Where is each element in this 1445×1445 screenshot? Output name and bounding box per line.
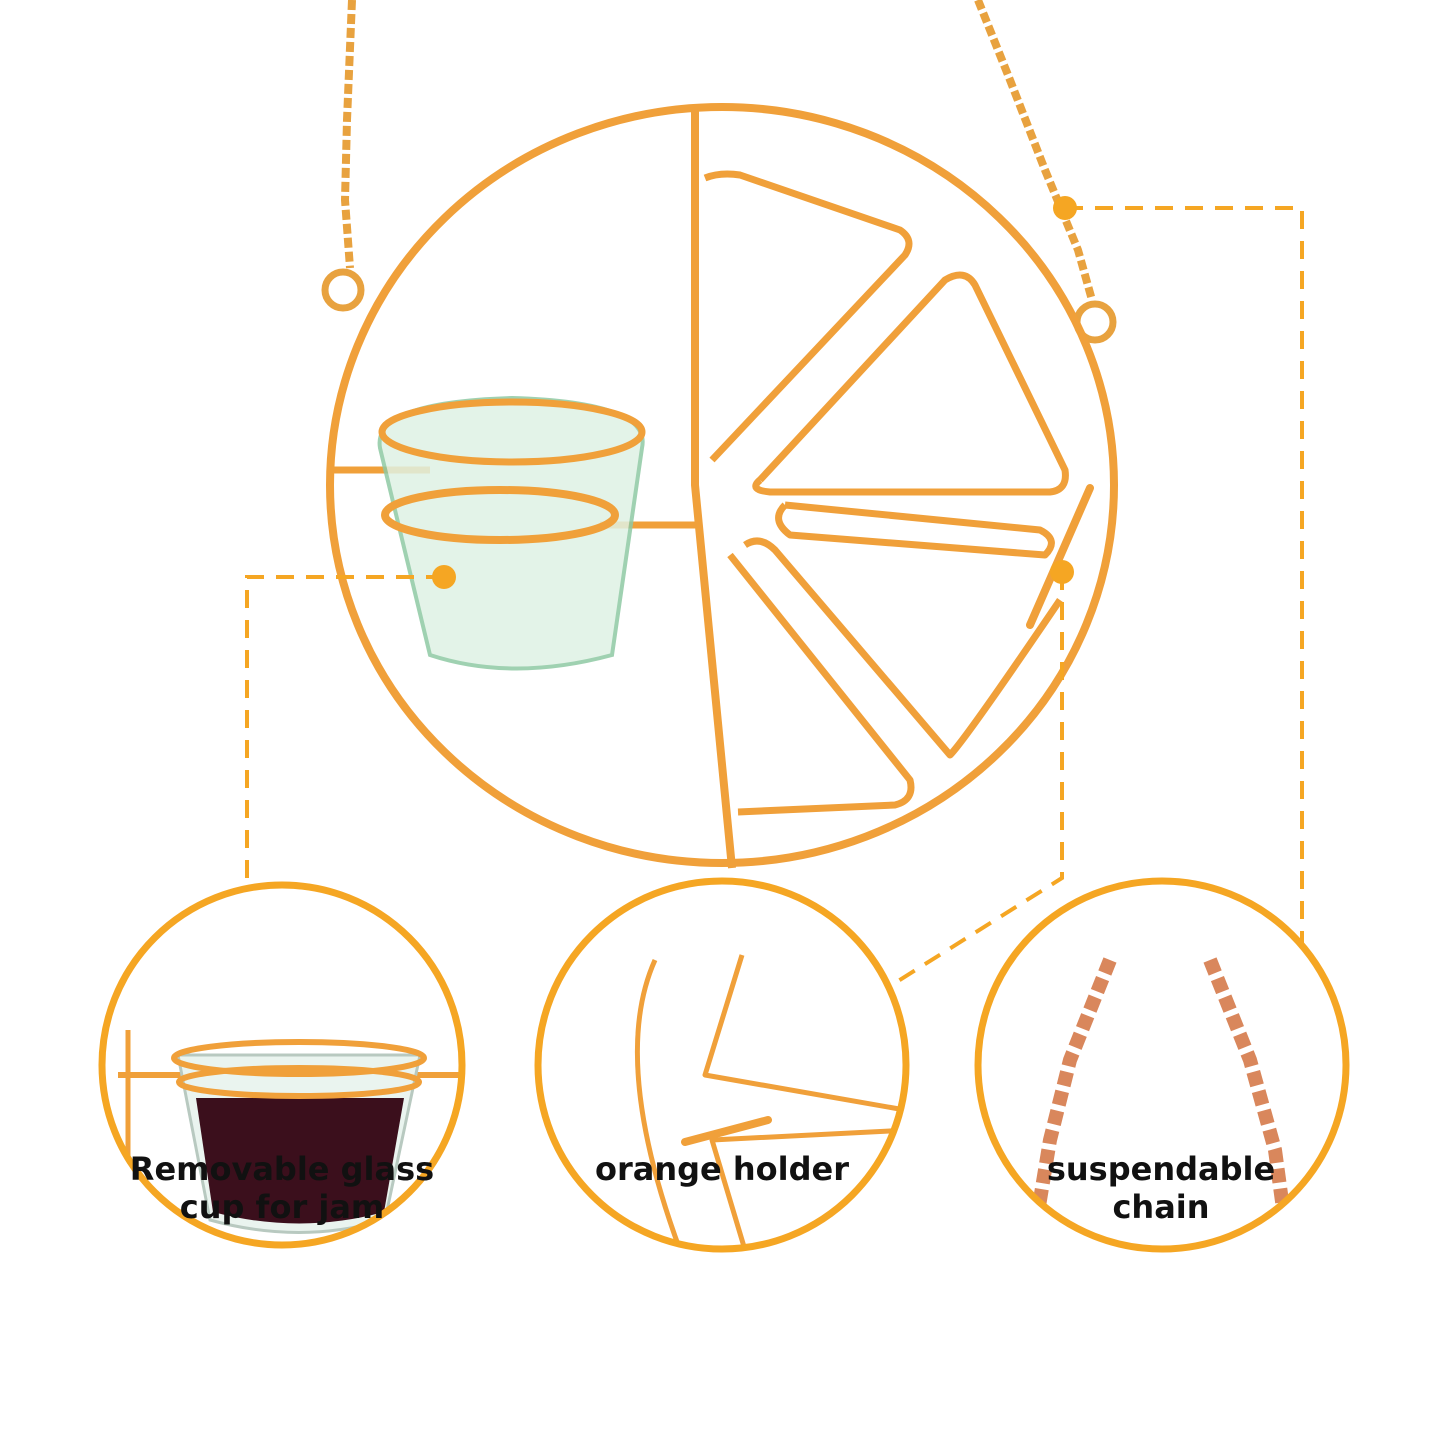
- skewer-peg: [1026, 484, 1094, 629]
- right-chain: [974, 0, 1096, 302]
- caption-line: suspendable: [1046, 1150, 1276, 1188]
- caption-line: Removable glass: [129, 1150, 435, 1188]
- segment-2: [752, 271, 1069, 496]
- caption-line: cup for jam: [179, 1188, 385, 1226]
- segment-4: [743, 537, 1063, 759]
- segment-5: [727, 552, 915, 816]
- segment-1: [703, 170, 913, 463]
- segment-3: [775, 501, 1055, 559]
- zoom-circle-chain: [974, 877, 1350, 1253]
- zoom-circle-cup: [98, 881, 466, 1249]
- caption-line: orange holder: [594, 1150, 849, 1188]
- caption-chain: suspendable chain: [981, 1150, 1341, 1226]
- connector-cup: [245, 565, 456, 945]
- left-chain: [340, 0, 356, 269]
- caption-orange-holder: orange holder: [542, 1150, 902, 1188]
- glass-cup: [377, 395, 646, 671]
- caption-glass-cup: Removable glass cup for jam: [102, 1150, 462, 1226]
- connector-holder: [858, 560, 1074, 1007]
- feeder-frame: [321, 0, 1118, 869]
- zoom-circle-holder: [534, 877, 910, 1253]
- outer-ring: [326, 103, 1118, 867]
- left-chain-ring: [321, 268, 365, 312]
- connector-chain: [1053, 196, 1304, 1008]
- caption-line: chain: [1112, 1188, 1210, 1226]
- center-divider: [691, 110, 736, 869]
